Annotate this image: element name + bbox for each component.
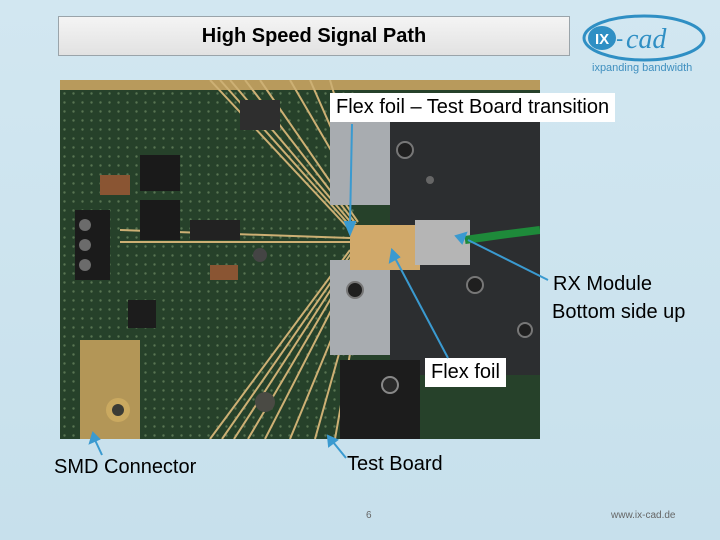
label-rx-module-2: Bottom side up: [552, 301, 686, 323]
label-test-board: Test Board: [347, 453, 443, 475]
slide-title: High Speed Signal Path: [201, 24, 427, 47]
arrow-test-board: [332, 441, 347, 459]
label-flex-transition: Flex foil – Test Board transition: [330, 93, 616, 122]
ix-cad-logo: IX - cad: [582, 14, 706, 62]
page-number: 6: [366, 510, 372, 521]
logo-dash: -: [616, 26, 623, 51]
label-smd-connector: SMD Connector: [54, 456, 197, 478]
logo-tagline: ixpanding bandwidth: [592, 62, 693, 74]
label-rx-module-1: RX Module: [553, 273, 652, 295]
logo-cad: cad: [626, 24, 667, 55]
pcb-photo: [60, 80, 540, 439]
label-flex-foil: Flex foil: [425, 358, 506, 387]
arrow-smd-connector: [94, 439, 103, 456]
logo-ix: IX: [595, 31, 609, 48]
website-url[interactable]: www.ix-cad.de: [611, 510, 676, 521]
slide-title-box: High Speed Signal Path: [58, 16, 570, 56]
